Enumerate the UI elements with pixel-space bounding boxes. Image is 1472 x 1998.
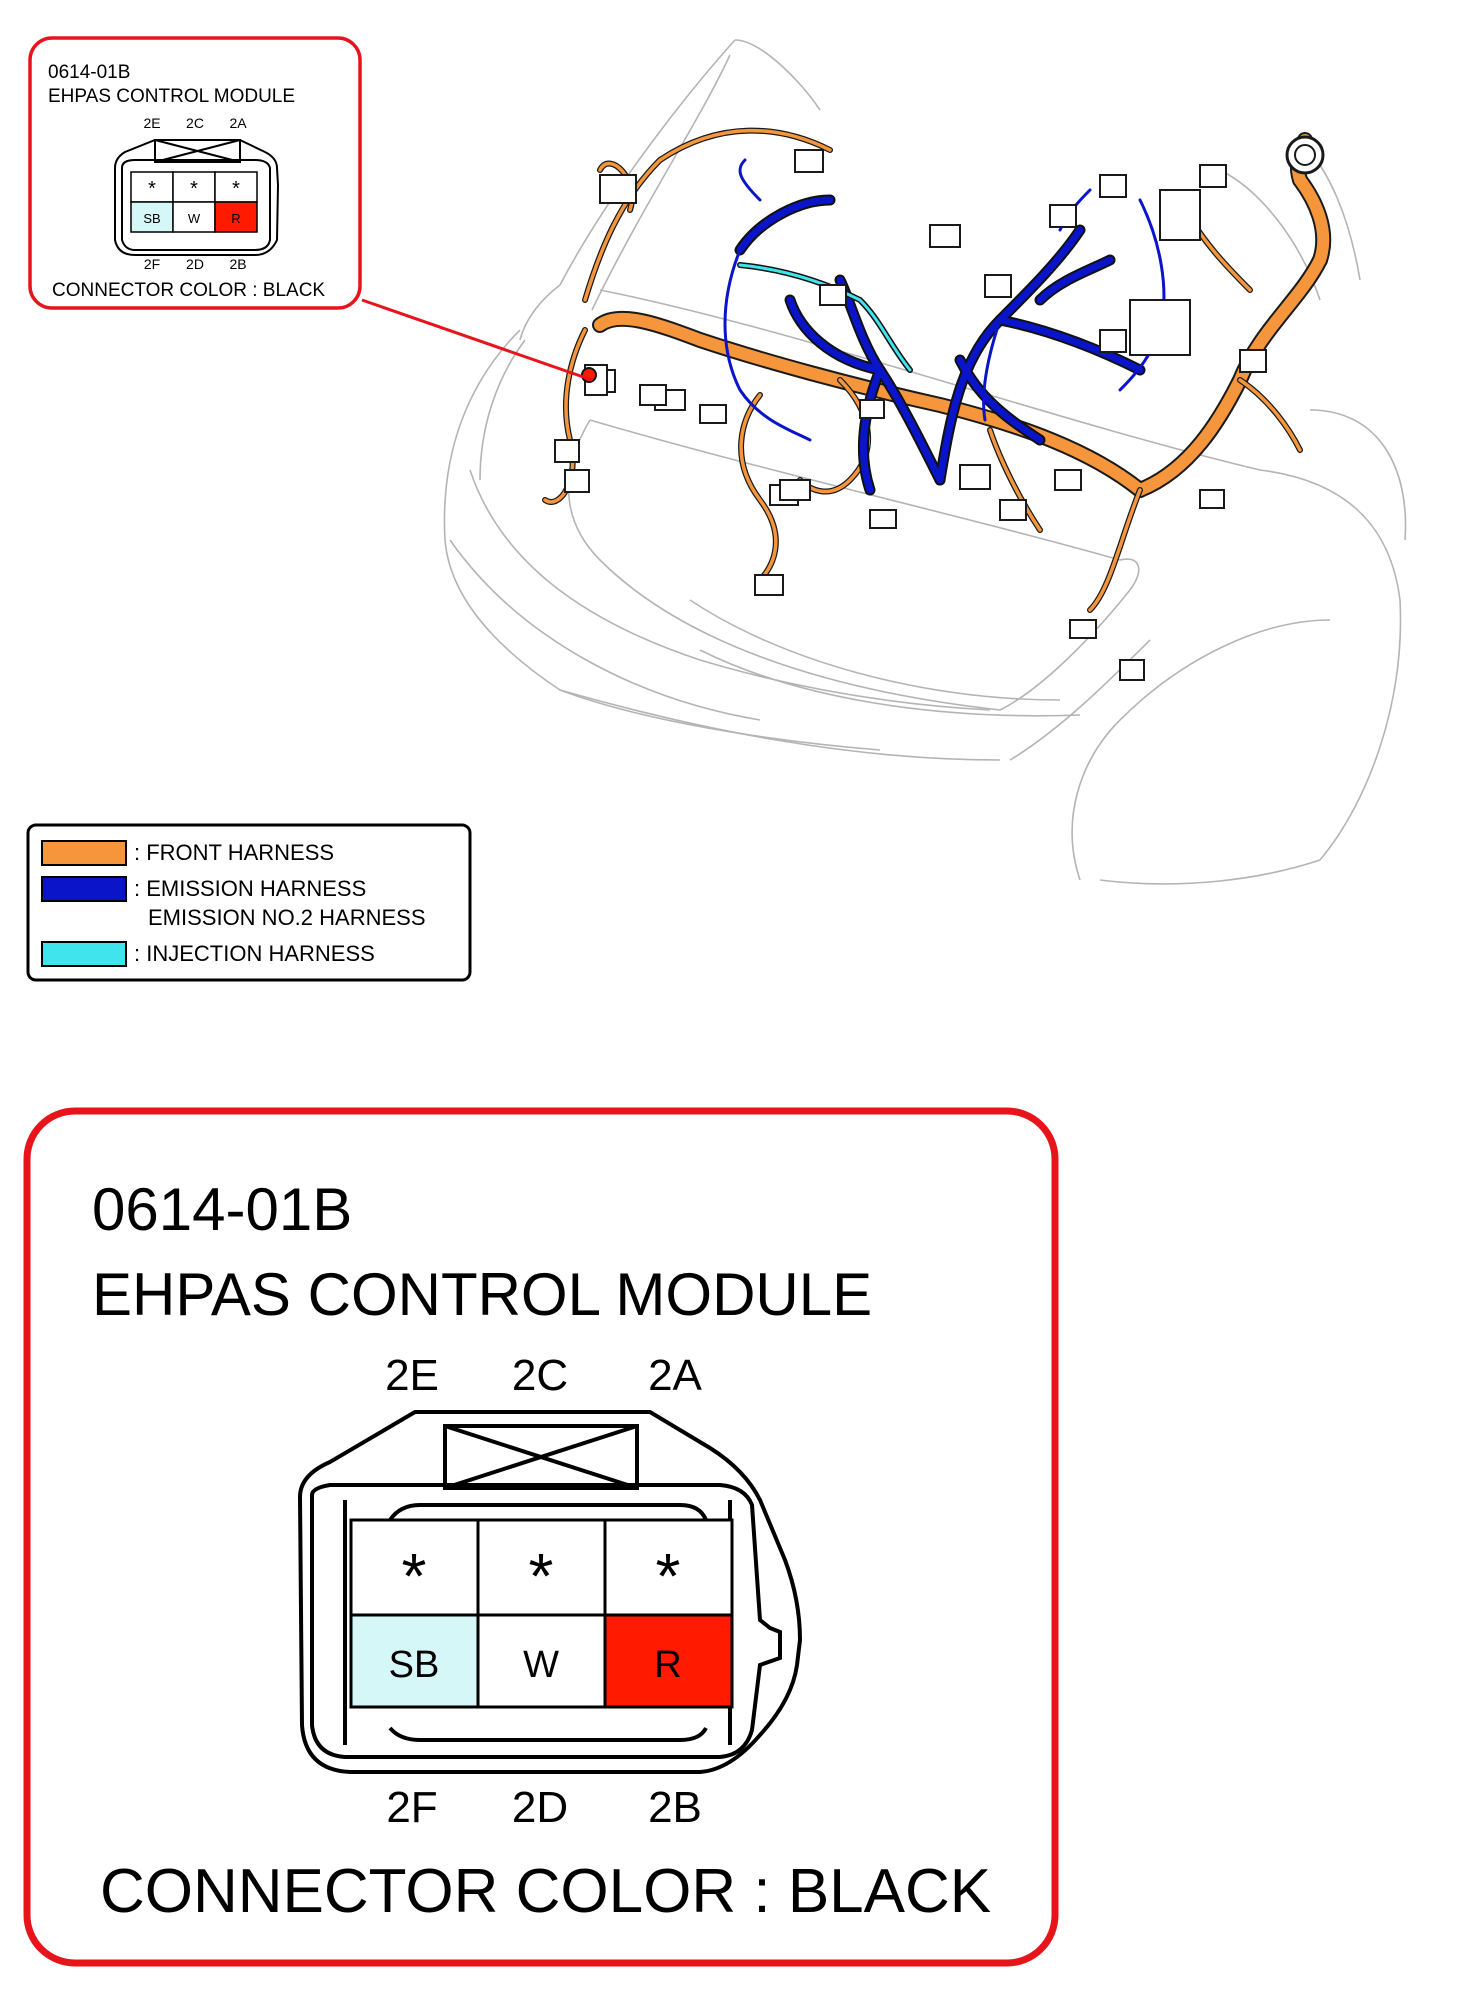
connector-name: EHPAS CONTROL MODULE: [92, 1261, 872, 1328]
small-connector-name: EHPAS CONTROL MODULE: [48, 86, 295, 107]
small-pin-label-2a: 2A: [229, 115, 247, 131]
small-pin-2b-color: R: [231, 211, 240, 226]
small-pin-grid: * * * SB W R: [130, 171, 258, 233]
small-pin-2d-fill: [172, 201, 216, 233]
pin-label-2e: 2E: [385, 1351, 439, 1400]
small-pin-2f-color: SB: [143, 211, 160, 226]
injection-harness-wiring: [737, 262, 913, 373]
connector-code: 0614-01B: [92, 1176, 352, 1243]
small-pin-2b-fill: [214, 201, 258, 233]
pin-label-2c: 2C: [512, 1351, 568, 1400]
pin-2b-cell: [603, 1613, 734, 1709]
callout-leader-line: [361, 298, 593, 382]
small-pin-2e-marker: *: [148, 178, 156, 200]
pin-grid: * * * SB W R: [349, 1518, 734, 1709]
pin-2c-cell: [476, 1518, 607, 1617]
pin-2a-marker: *: [656, 1540, 681, 1612]
small-connector-color-label: CONNECTOR COLOR : BLACK: [52, 280, 325, 301]
pin-2c-marker: *: [529, 1540, 554, 1612]
legend-label-injection-harness: : INJECTION HARNESS: [134, 941, 375, 966]
pin-label-2f: 2F: [386, 1783, 437, 1832]
legend-swatch-injection-harness: [41, 941, 127, 967]
pin-2e-marker: *: [402, 1540, 427, 1612]
pin-label-2a: 2A: [648, 1351, 702, 1400]
vehicle-illustration: [443, 39, 1407, 885]
pin-2f-cell: [349, 1613, 480, 1709]
small-pin-label-2f: 2F: [144, 256, 160, 272]
pin-label-2d: 2D: [512, 1783, 568, 1832]
small-pin-label-2b: 2B: [229, 256, 246, 272]
small-pin-2c-marker: *: [190, 178, 198, 200]
harness-legend: [26, 823, 472, 982]
emission-harness-wiring: [723, 158, 1166, 496]
pin-2b-color: R: [654, 1644, 681, 1686]
small-pin-2d-color: W: [188, 211, 201, 226]
pin-2d-color: W: [523, 1644, 559, 1686]
small-connector-code: 0614-01B: [48, 62, 130, 83]
connector-color-label: CONNECTOR COLOR : BLACK: [100, 1857, 991, 1926]
legend-label-emission-no2-harness: EMISSION NO.2 HARNESS: [148, 905, 426, 930]
harness-connectors: [554, 149, 1267, 681]
small-pin-2f-fill: [130, 201, 174, 233]
pin-2a-cell: [603, 1518, 734, 1617]
legend-label-front-harness: : FRONT HARNESS: [134, 840, 334, 865]
pin-label-2b: 2B: [648, 1783, 702, 1832]
small-pin-label-2e: 2E: [143, 115, 160, 131]
small-pin-label-2c: 2C: [186, 115, 204, 131]
small-pin-label-2d: 2D: [186, 256, 204, 272]
legend-swatch-emission-harness: [41, 876, 127, 902]
legend-label-emission-harness: : EMISSION HARNESS: [134, 876, 366, 901]
connector-housing: [297, 1410, 803, 1774]
legend-swatch-front-harness: [41, 840, 127, 866]
front-harness-wiring: [542, 127, 1332, 613]
small-connector-housing: [114, 139, 280, 256]
small-pin-2a-marker: *: [232, 178, 240, 200]
pin-2f-color: SB: [389, 1644, 440, 1686]
